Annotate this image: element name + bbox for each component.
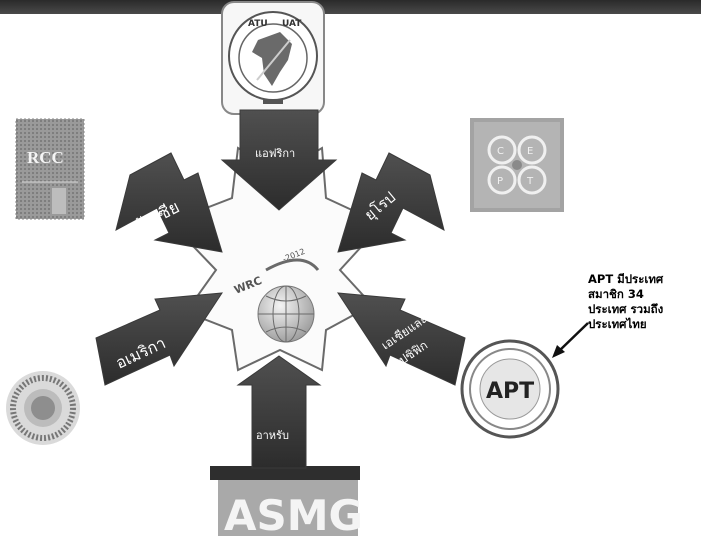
cept-letter-p: P [497, 176, 503, 187]
apt-logo: APT [462, 341, 558, 437]
citel-seal-logo [6, 371, 80, 445]
note-line: สมาชิก 34 [588, 287, 700, 302]
rcc-text: RCC [27, 148, 64, 167]
atu-left-text: ATU [248, 19, 268, 29]
note-line: ประเทศไทย [588, 317, 700, 332]
note-line: APT มีประเทศ [588, 272, 700, 287]
cept-letter-c: C [497, 146, 504, 157]
note-line: ประเทศ รวมถึง [588, 302, 700, 317]
arrow-arab [238, 356, 320, 468]
label-africa: แอฟริกา [255, 147, 295, 160]
apt-member-note: APT มีประเทศ สมาชิก 34 ประเทศ รวมถึง ประ… [588, 272, 700, 332]
cept-logo: C E P T [470, 118, 564, 212]
pointer-arrow [552, 323, 588, 358]
atu-right-text: UAT [282, 19, 302, 29]
label-arab: อาหรับ [256, 429, 289, 442]
asmg-logo: ASMG [210, 466, 363, 537]
cept-letter-e: E [527, 146, 533, 157]
apt-text: APT [486, 379, 534, 404]
atu-logo: ATU UAT [222, 2, 324, 114]
cept-letter-t: T [526, 176, 534, 187]
rcc-logo: RCC [16, 119, 84, 219]
asmg-text: ASMG [224, 491, 363, 537]
